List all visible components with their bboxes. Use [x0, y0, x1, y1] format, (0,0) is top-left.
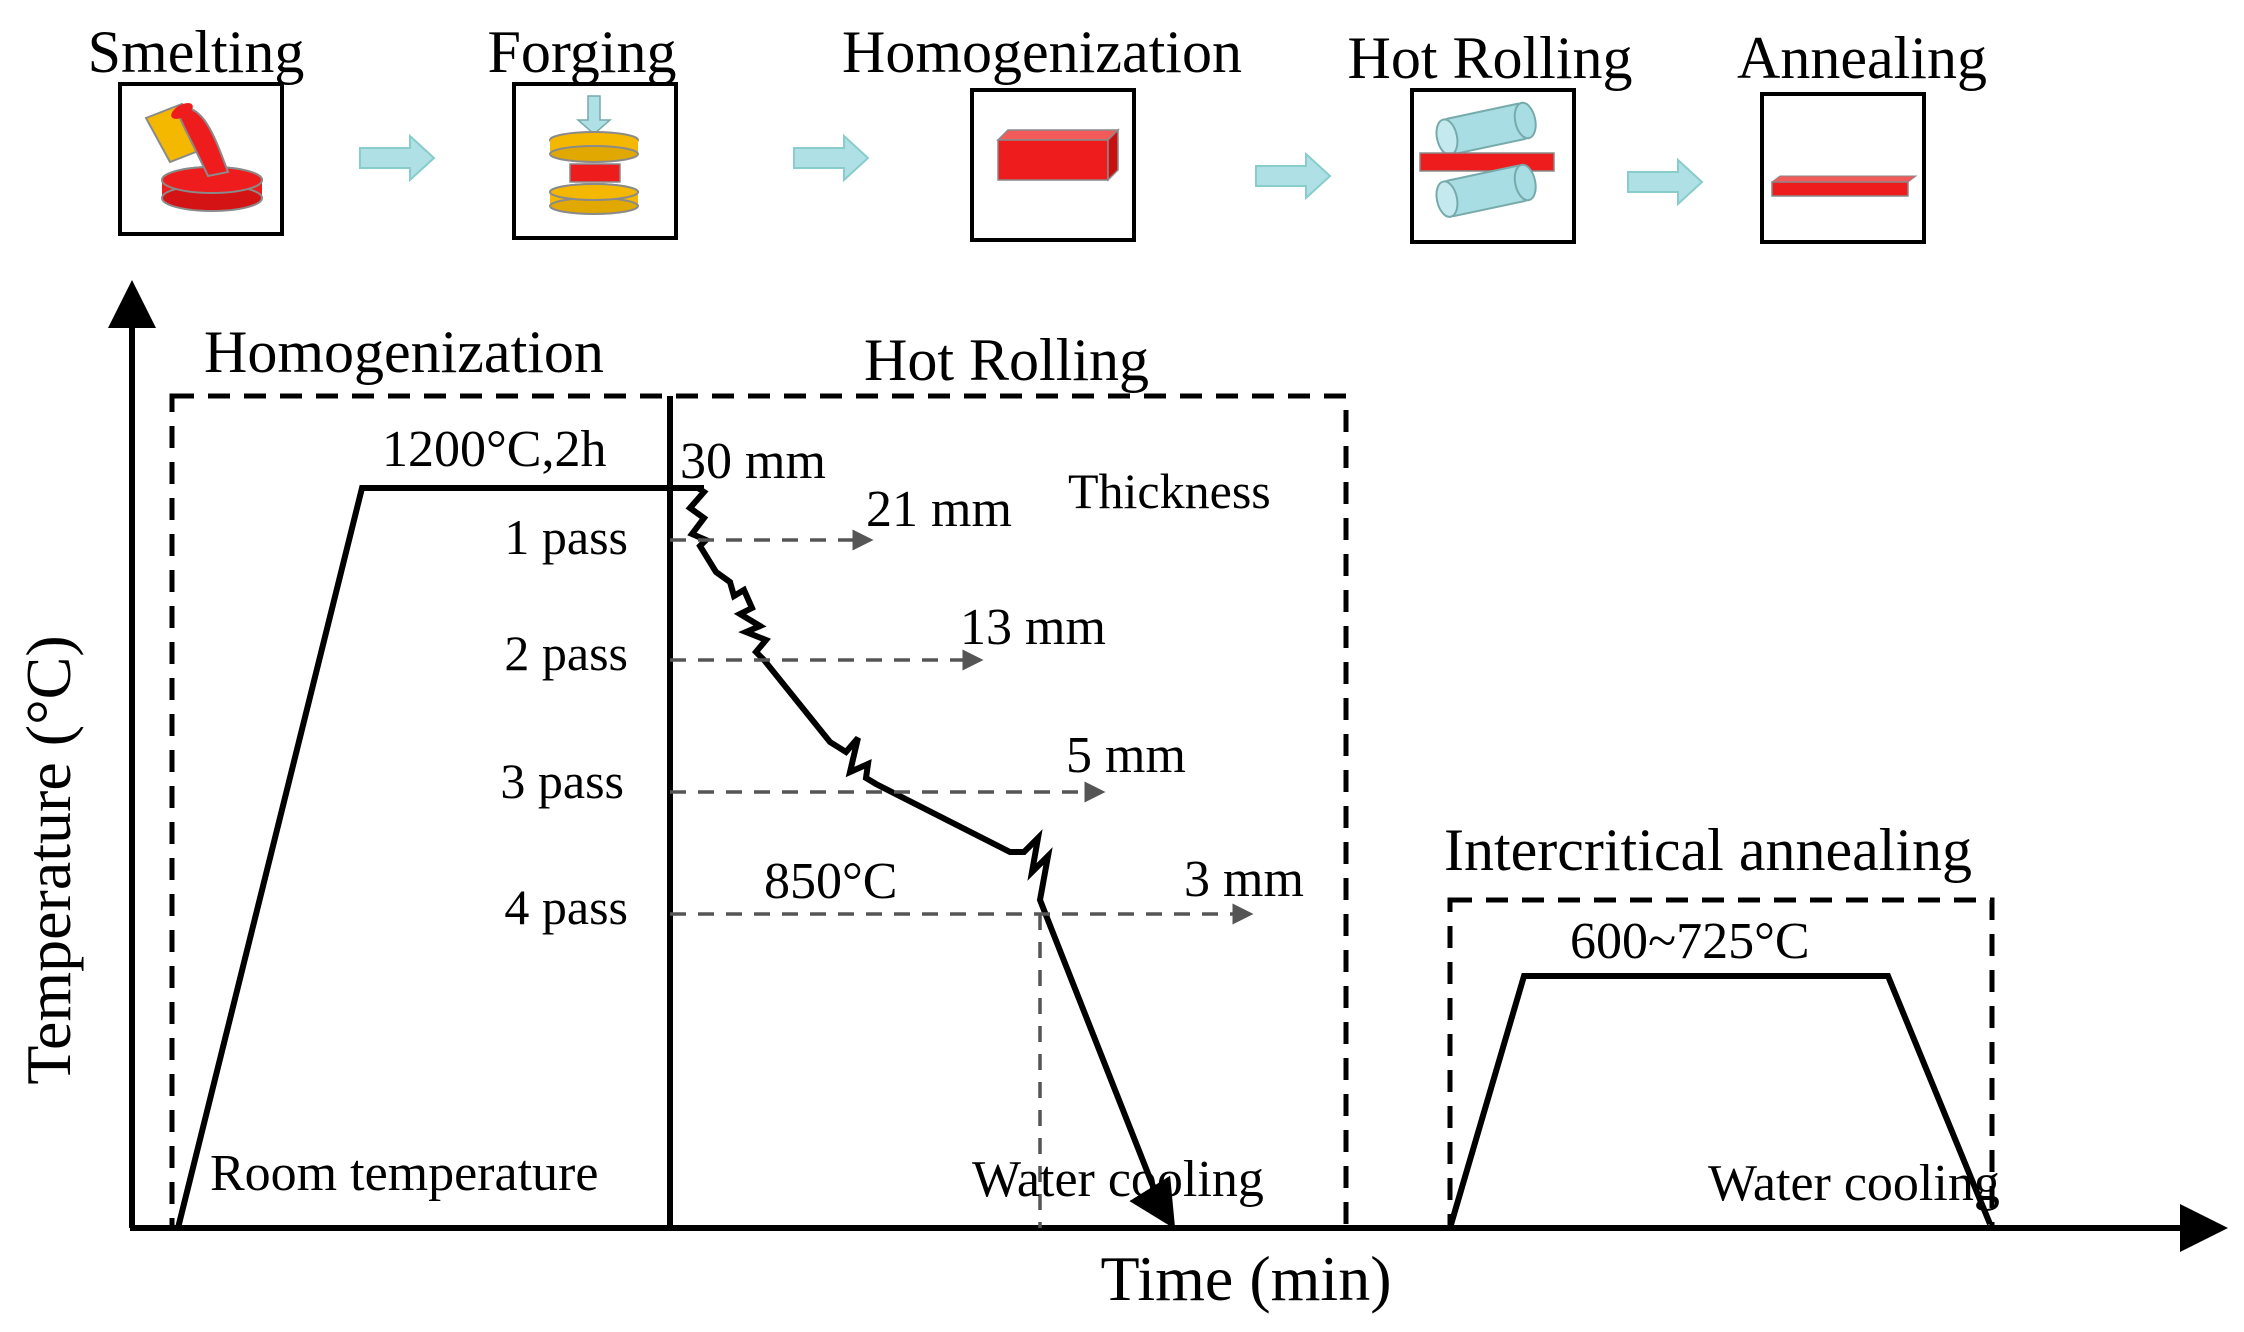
annealed-plate-icon — [1760, 92, 1926, 244]
pass-2-thickness: 13 mm — [960, 599, 1106, 656]
smelting-crucible-icon — [118, 82, 284, 236]
step-label-hot-rolling: Hot Rolling — [1347, 25, 1632, 91]
pass-1-label: 1 pass — [504, 509, 628, 565]
annealing-profile-line — [1447, 973, 1993, 1229]
x-axis-title: Time (min) — [1101, 1243, 1392, 1314]
pass-3-label: 3 pass — [500, 753, 624, 809]
step-label-forging: Forging — [488, 19, 677, 85]
thickness-header: Thickness — [1068, 463, 1271, 519]
annealing-title: Intercritical annealing — [1444, 817, 1972, 883]
homogenization-hot-rolling-frame — [169, 393, 1349, 1231]
pass-3-thickness: 5 mm — [1066, 727, 1186, 784]
pass-2-label: 2 pass — [504, 625, 628, 681]
y-axis-title: Temperature (°C) — [13, 635, 84, 1084]
step-label-smelting: Smelting — [88, 19, 305, 85]
hot-rolling-title: Hot Rolling — [864, 327, 1149, 393]
hot-rolling-profile-line — [685, 485, 1167, 1216]
initial-thickness-label: 30 mm — [680, 433, 826, 490]
homogenization-title: Homogenization — [204, 319, 604, 385]
annealing-cooling-label: Water cooling — [1708, 1155, 2000, 1212]
room-temperature-label: Room temperature — [210, 1145, 598, 1202]
homogenized-block-icon — [970, 88, 1136, 242]
annealing-condition: 600~725°C — [1570, 913, 1810, 970]
right-arrow-icon — [793, 133, 870, 183]
pass-4-label: 4 pass — [504, 879, 628, 935]
hot-rolling-cooling-arrow — [1129, 1175, 1176, 1230]
right-arrow-icon — [359, 133, 436, 183]
homogenization-profile-line — [175, 485, 704, 1229]
heat-treatment-schedule: Temperature (°C) Time (min) Homogenizati… — [13, 280, 2228, 1314]
homogenization-condition: 1200°C,2h — [382, 421, 606, 478]
step-label-homogenization: Homogenization — [842, 19, 1242, 85]
hot-rolling-cooling-label: Water cooling — [972, 1151, 1264, 1208]
step-label-annealing: Annealing — [1737, 25, 1987, 91]
pass-4-thickness: 3 mm — [1184, 851, 1304, 908]
right-arrow-icon — [1255, 151, 1332, 201]
process-flow: Smelting Forging Homogenization Hot Roll… — [88, 19, 1987, 244]
right-arrow-icon — [1627, 157, 1704, 207]
hot-rolling-rollers-icon — [1410, 88, 1576, 244]
annealing-frame — [1447, 897, 1995, 1231]
pass-1-thickness: 21 mm — [866, 481, 1012, 538]
forging-press-icon — [512, 82, 678, 240]
finish-temperature-label: 850°C — [764, 853, 897, 910]
